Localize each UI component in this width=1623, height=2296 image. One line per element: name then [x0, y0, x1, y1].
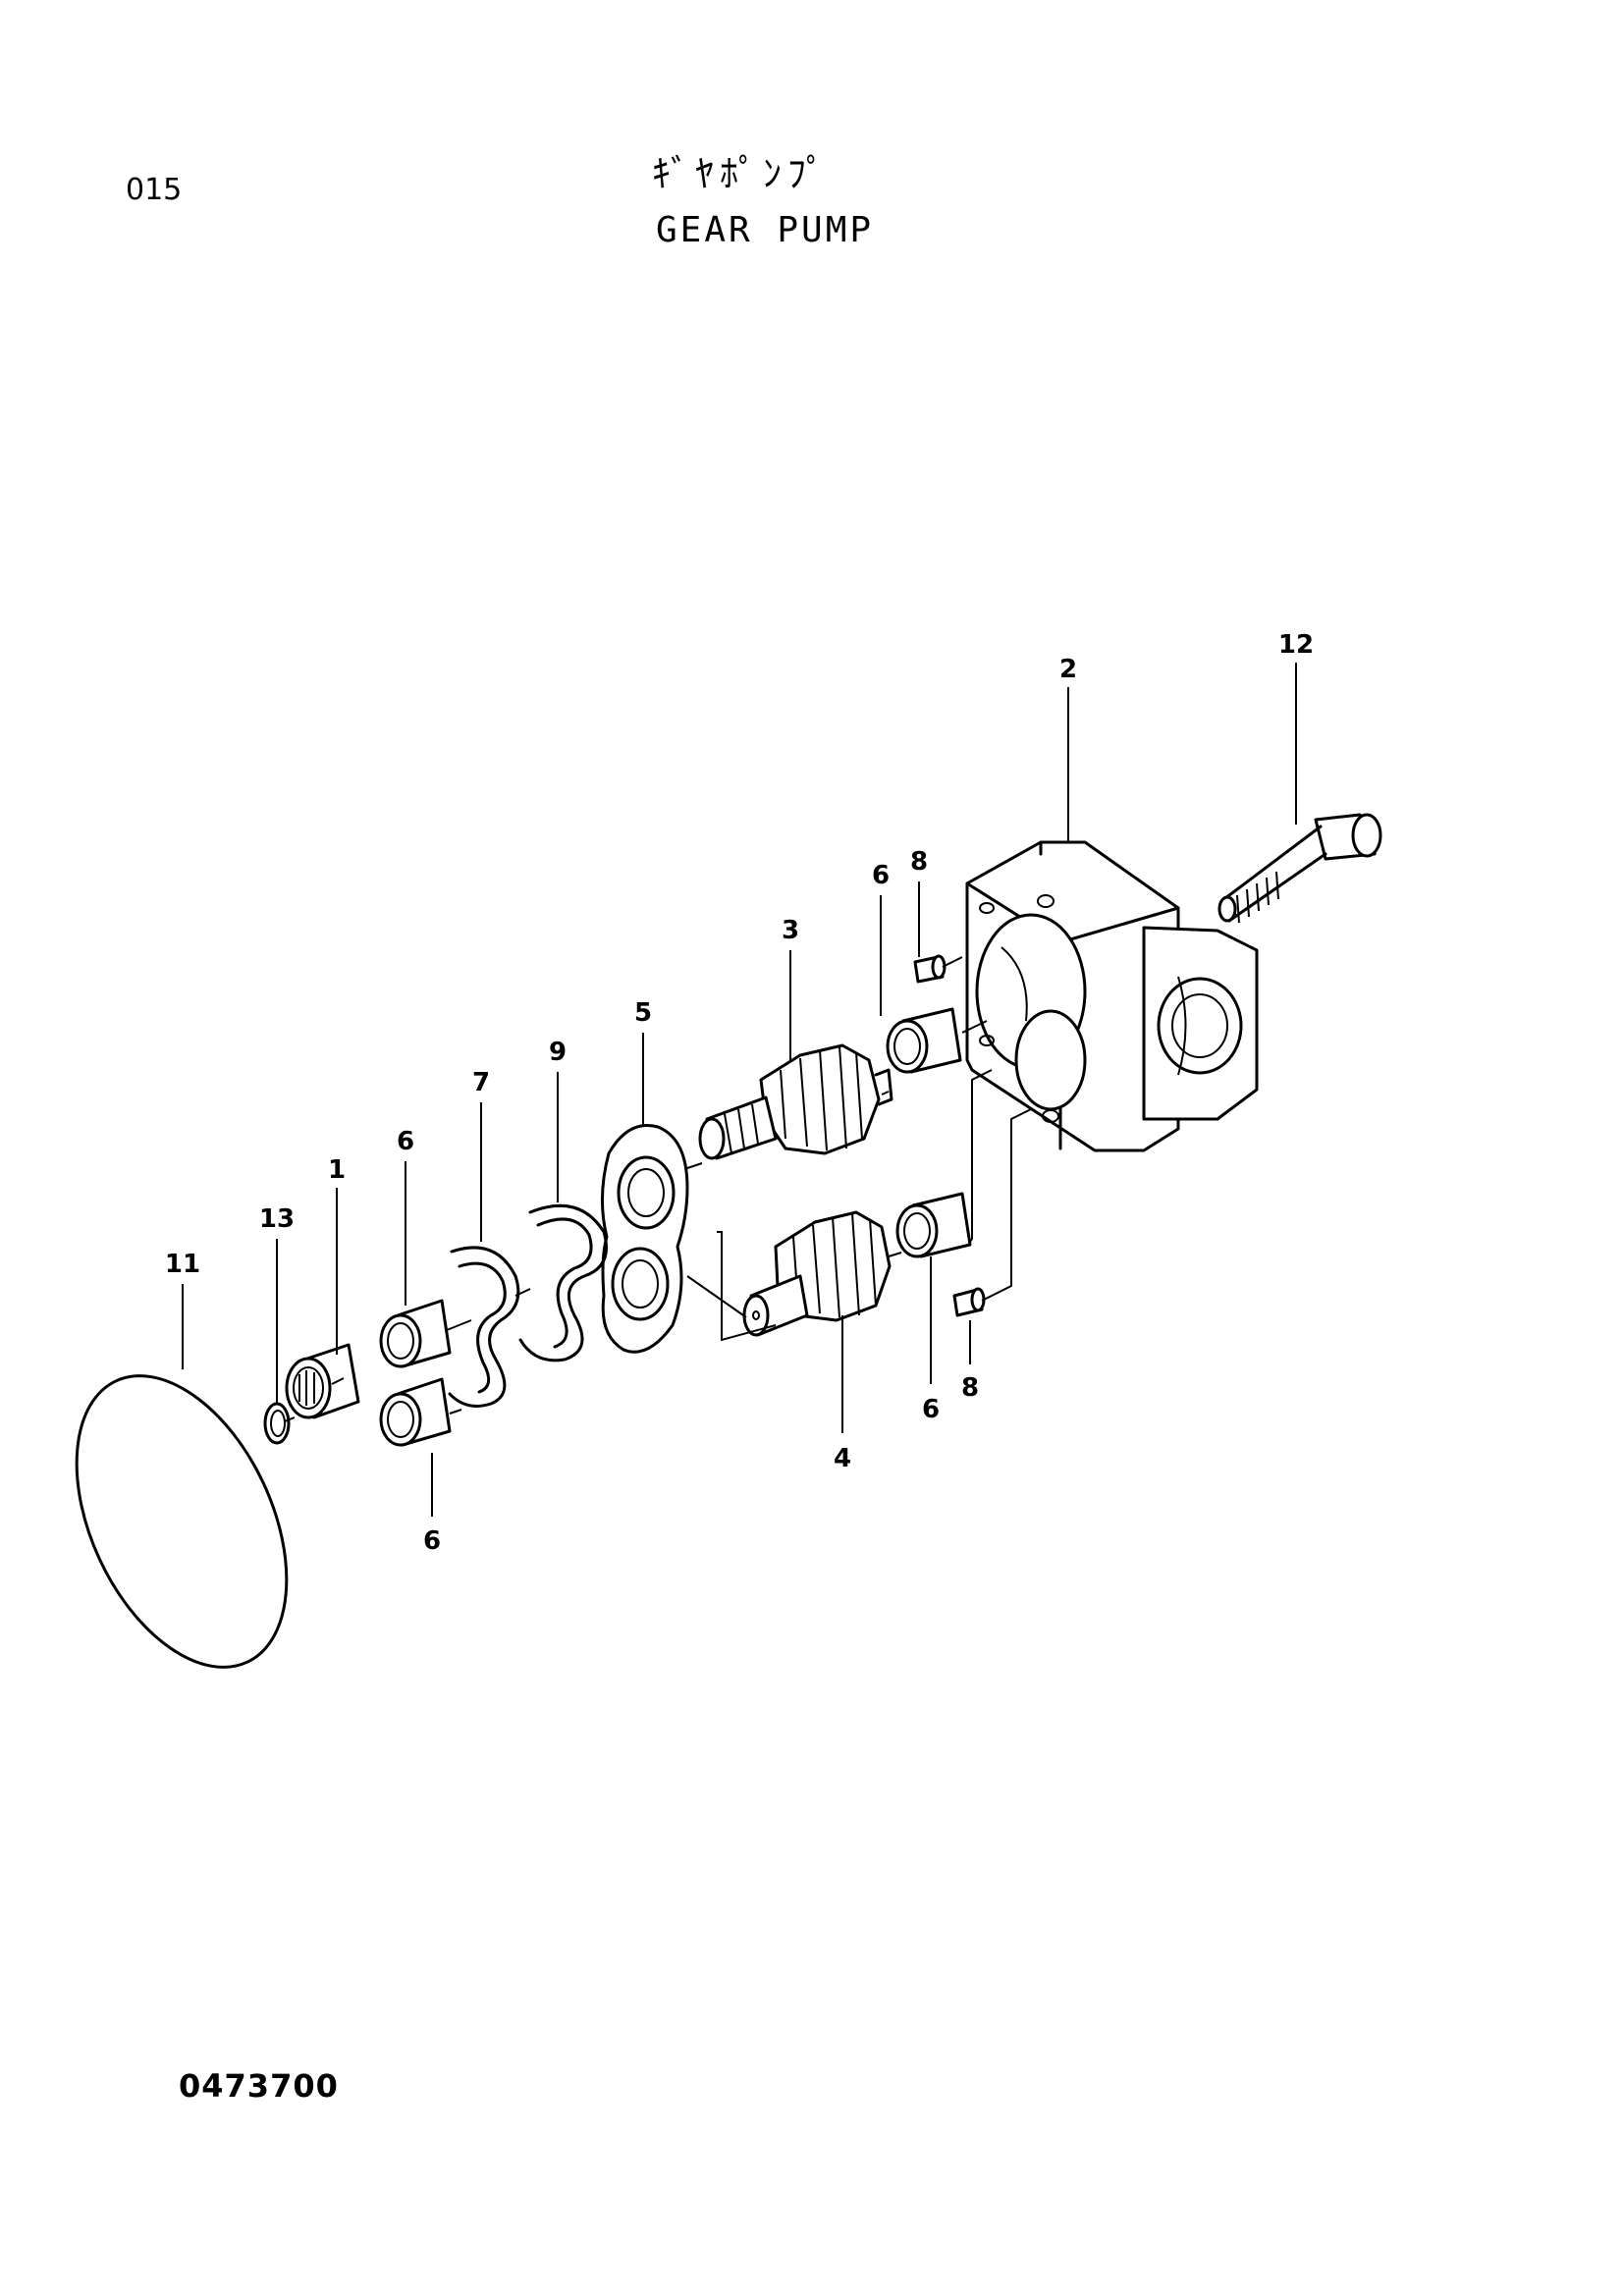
callout-5: 5: [634, 998, 652, 1028]
part-6-bushing-upper-left: [379, 1299, 452, 1368]
part-9-seal: [518, 1203, 608, 1362]
callout-13: 13: [259, 1204, 295, 1234]
callout-7: 7: [472, 1068, 490, 1097]
part-6-bushing-lower-left: [379, 1377, 452, 1447]
callout-6: 6: [423, 1526, 441, 1556]
part-7-backup-ring: [448, 1246, 520, 1408]
callout-8: 8: [910, 847, 928, 877]
page-number: 015: [126, 173, 183, 207]
page-title: GEAR PUMP: [656, 210, 875, 250]
part-3-drive-gear: [698, 1043, 893, 1160]
drawing-number: 0473700: [179, 2067, 339, 2105]
callout-9: 9: [549, 1038, 567, 1067]
callout-11: 11: [165, 1250, 200, 1279]
callout-6: 6: [872, 861, 890, 890]
callout-6: 6: [397, 1127, 414, 1156]
part-8-dowel-pin-lower: [952, 1287, 986, 1317]
callout-8: 8: [961, 1373, 979, 1403]
part-8-dowel-pin-upper: [913, 954, 947, 984]
part-5-plate: [601, 1124, 689, 1354]
part-11-o-ring: [75, 1374, 289, 1669]
part-1-bearing: [285, 1343, 360, 1419]
callout-4: 4: [834, 1444, 851, 1473]
callout-2: 2: [1059, 655, 1077, 684]
callout-3: 3: [782, 916, 799, 945]
part-6-bushing-lower-right: [895, 1192, 972, 1258]
callout-labels: 12 2 8 6 3 5 9 7 6 1 13 11 6 8 4 6: [165, 630, 1314, 1556]
callout-6: 6: [922, 1395, 940, 1424]
part-13-snap-ring: [263, 1402, 291, 1445]
page-title-japanese: ｷﾞﾔﾎﾟﾝﾌﾟ: [652, 152, 832, 195]
callout-1: 1: [328, 1155, 346, 1185]
leader-lines: [182, 663, 1297, 1517]
assembly-axis-lines: [284, 956, 1032, 1422]
part-12-bolt: [1217, 813, 1382, 924]
part-6-bushing-upper-right: [886, 1007, 962, 1074]
callout-12: 12: [1278, 630, 1314, 660]
part-2-housing: [965, 840, 1259, 1152]
part-4-driven-gear: [742, 1210, 892, 1337]
